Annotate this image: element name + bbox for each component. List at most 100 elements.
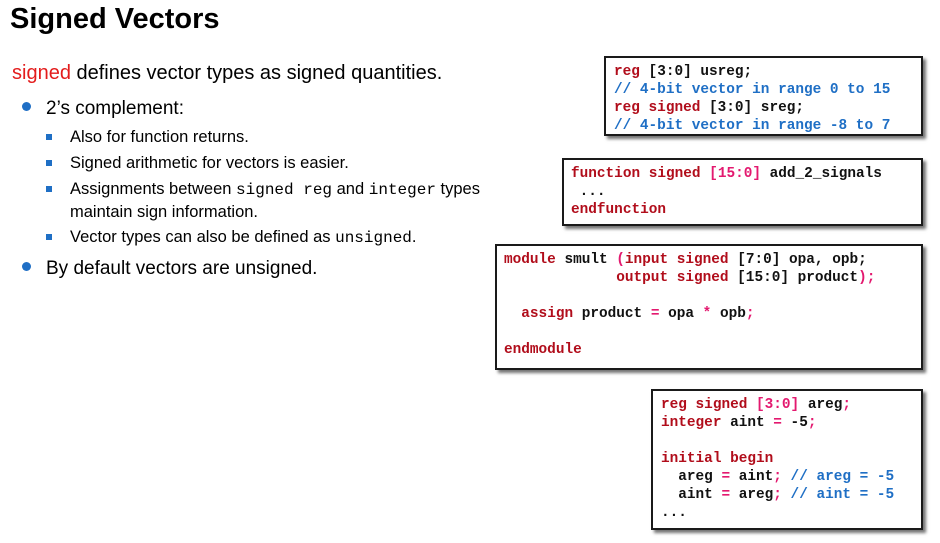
- code-token: function signed: [571, 166, 701, 182]
- code-token: =: [721, 469, 731, 485]
- code-token: initial begin: [661, 451, 774, 467]
- code-token: [3:0] sreg;: [700, 100, 804, 116]
- intro-keyword: signed: [12, 62, 71, 84]
- text-part: Vector types can also be defined as: [70, 228, 336, 246]
- code-line: assign product = opa * opb;: [504, 305, 921, 323]
- code-token: [3:0]: [747, 397, 800, 413]
- bullet-dot: [22, 262, 31, 272]
- bullet-complement: 2’s complement:: [22, 98, 184, 120]
- bullet-default-unsigned: By default vectors are unsigned.: [22, 258, 317, 280]
- text-part: types: [435, 180, 480, 198]
- code-line: function signed [15:0] add_2_signals: [571, 165, 921, 183]
- code-token: -5: [781, 415, 808, 431]
- subbullet-text: Also for function returns.: [70, 128, 249, 146]
- code-token: [504, 306, 521, 322]
- code-box-smult-module: module smult (input signed [7:0] opa, op…: [495, 244, 923, 370]
- code-token: =: [650, 306, 660, 322]
- code-line: endmodule: [504, 341, 921, 359]
- code-token: ...: [661, 505, 687, 521]
- code-line: reg [3:0] usreg;: [614, 63, 921, 81]
- code-token: ;: [842, 397, 852, 413]
- text-part: and: [332, 180, 369, 198]
- code-token: module: [504, 252, 556, 268]
- code-line: [504, 287, 921, 305]
- code-token: [3:0] usreg;: [639, 64, 753, 80]
- code-token: ;: [745, 306, 755, 322]
- code-token: // 4-bit vector in range -8 to 7: [614, 118, 891, 134]
- code-line: // 4-bit vector in range 0 to 15: [614, 81, 921, 99]
- code-token: product: [573, 306, 651, 322]
- code-token: add_2_signals: [761, 166, 882, 182]
- code-token: input signed: [624, 252, 729, 268]
- code-token: (: [616, 252, 625, 268]
- code-inline: unsigned: [335, 229, 412, 247]
- code-line: // 4-bit vector in range -8 to 7: [614, 117, 921, 135]
- bullet-text: By default vectors are unsigned.: [46, 258, 318, 279]
- code-line: aint = areg; // aint = -5: [661, 486, 921, 504]
- code-token: reg signed: [614, 100, 701, 116]
- text-part: Assignments between: [70, 180, 237, 198]
- code-box-areg-aint: reg signed [3:0] areg;integer aint = -5;…: [651, 389, 923, 530]
- code-token: // 4-bit vector in range 0 to 15: [614, 82, 891, 98]
- code-token: );: [858, 270, 876, 286]
- code-token: opa: [659, 306, 703, 322]
- subbullet-square: [46, 234, 52, 240]
- code-token: [504, 270, 616, 286]
- code-line: [504, 323, 921, 341]
- code-line: module smult (input signed [7:0] opa, op…: [504, 251, 921, 269]
- subbullet-square: [46, 160, 52, 166]
- code-line: endfunction: [571, 201, 921, 219]
- code-token: [7:0] opa, opb;: [728, 252, 867, 268]
- code-token: [15:0] product: [728, 270, 859, 286]
- code-token: *: [702, 306, 712, 322]
- code-token: areg: [799, 397, 843, 413]
- code-token: integer: [661, 415, 722, 431]
- code-token: [15:0]: [700, 166, 761, 182]
- code-token: reg: [614, 64, 640, 80]
- intro-text: defines vector types as signed quantitie…: [70, 62, 443, 84]
- code-box-function-signed: function signed [15:0] add_2_signals ...…: [562, 158, 923, 226]
- code-token: =: [773, 415, 782, 431]
- code-token: =: [721, 487, 731, 503]
- code-token: reg signed: [661, 397, 748, 413]
- bullet-text: 2’s complement:: [46, 98, 184, 119]
- code-token: ;: [773, 487, 782, 503]
- code-line: ...: [571, 183, 921, 201]
- code-token: areg: [661, 469, 722, 485]
- code-token: areg: [730, 487, 774, 503]
- code-token: ;: [773, 469, 782, 485]
- code-token: aint: [661, 487, 722, 503]
- code-token: assign: [521, 306, 574, 322]
- code-line: [661, 432, 921, 450]
- code-token: ;: [807, 415, 817, 431]
- subbullet-text: Assignments between signed reg and integ…: [70, 178, 480, 201]
- text-part: .: [411, 228, 417, 246]
- subbullet-square: [46, 186, 52, 192]
- slide-title: Signed Vectors: [10, 3, 220, 35]
- code-token: endmodule: [504, 342, 582, 358]
- code-token: opb: [711, 306, 746, 322]
- code-token: aint: [721, 415, 774, 431]
- code-token: // areg = -5: [781, 469, 895, 485]
- subbullet-square: [46, 134, 52, 140]
- code-box-reg-vectors: reg [3:0] usreg;// 4-bit vector in range…: [604, 56, 923, 136]
- subbullet-text: Signed arithmetic for vectors is easier.: [70, 154, 349, 172]
- code-token: ...: [571, 184, 606, 200]
- bullet-dot: [22, 102, 31, 112]
- code-token: aint: [730, 469, 774, 485]
- code-inline: signed reg: [236, 181, 333, 199]
- code-token: output signed: [616, 270, 729, 286]
- code-token: smult: [555, 252, 617, 268]
- subbullet-text: maintain sign information.: [70, 203, 259, 221]
- code-line: integer aint = -5;: [661, 414, 921, 432]
- code-line: areg = aint; // areg = -5: [661, 468, 921, 486]
- subbullet-text: Vector types can also be defined as unsi…: [70, 226, 417, 249]
- code-line: initial begin: [661, 450, 921, 468]
- intro-line: signed defines vector types as signed qu…: [12, 62, 442, 85]
- code-token: // aint = -5: [781, 487, 895, 503]
- code-inline: integer: [368, 181, 436, 199]
- code-line: reg signed [3:0] areg;: [661, 396, 921, 414]
- code-line: reg signed [3:0] sreg;: [614, 99, 921, 117]
- code-line: ...: [661, 504, 921, 522]
- code-token: endfunction: [571, 202, 666, 218]
